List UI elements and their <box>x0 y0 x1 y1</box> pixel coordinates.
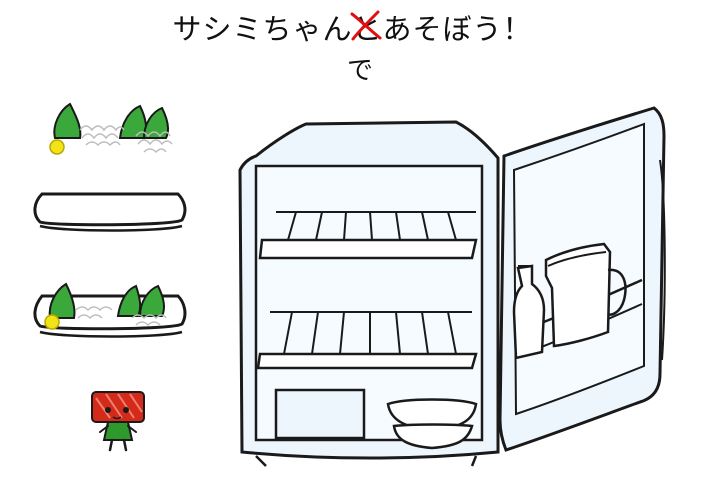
title-part-2: あそぼう！ <box>382 12 533 46</box>
refrigerator-icon <box>238 106 666 467</box>
sashimi-plate[interactable] <box>32 278 190 346</box>
plate-icon <box>33 192 187 232</box>
struck-out-word: と <box>350 6 382 48</box>
upper-shelf[interactable] <box>258 211 478 260</box>
crisper-drawer[interactable] <box>274 388 366 440</box>
garnish-icon <box>49 102 173 155</box>
sashimi-garnish[interactable] <box>40 100 190 160</box>
bottle[interactable] <box>512 264 546 360</box>
title-part-1: サシミちゃん <box>172 12 353 46</box>
pitcher[interactable] <box>544 242 627 348</box>
refrigerator[interactable] <box>236 100 672 472</box>
page-title: サシミちゃんとあそぼう！ <box>0 6 705 48</box>
empty-plate[interactable] <box>32 190 190 240</box>
lower-shelf[interactable] <box>256 311 478 370</box>
strike-x-icon <box>350 10 382 41</box>
title-correction: で <box>346 56 373 86</box>
garnished-plate-icon <box>33 282 187 338</box>
character-icon <box>91 391 145 452</box>
sashimi-chan-character[interactable] <box>86 388 150 452</box>
bowl[interactable] <box>386 398 478 450</box>
